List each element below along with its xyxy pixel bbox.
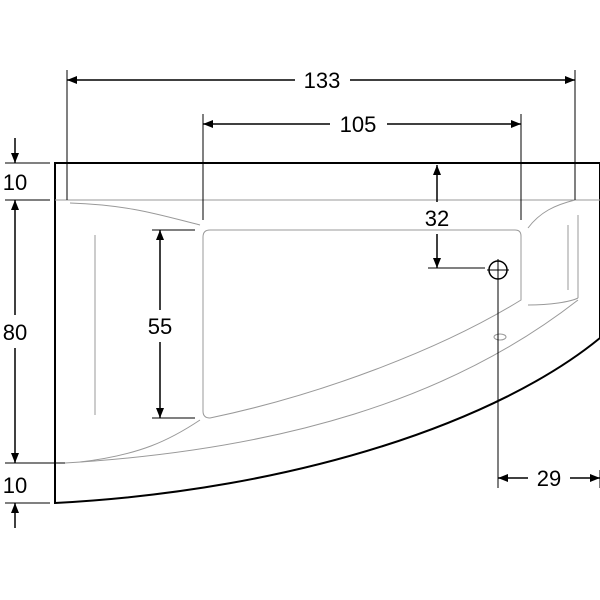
dim-label-rim-bottom: 10 bbox=[3, 473, 27, 498]
dim-label-32: 32 bbox=[425, 206, 449, 231]
dim-label-105: 105 bbox=[340, 112, 377, 137]
tub-outline bbox=[54, 162, 600, 505]
dim-label-55: 55 bbox=[148, 314, 172, 339]
rim-detail bbox=[55, 199, 600, 464]
dim-label-29: 29 bbox=[537, 466, 561, 491]
dim-label-rim-top: 10 bbox=[3, 170, 27, 195]
dim-label-80: 80 bbox=[3, 320, 27, 345]
dim-label-133: 133 bbox=[304, 68, 341, 93]
extension-lines bbox=[5, 70, 600, 504]
drain-icon bbox=[487, 259, 509, 281]
